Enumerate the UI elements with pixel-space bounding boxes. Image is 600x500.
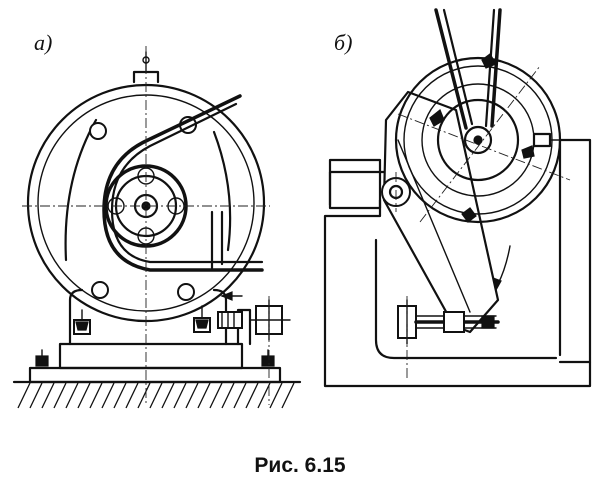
disk-bolts: [429, 53, 535, 223]
anchor-bolts: [35, 349, 275, 367]
foot-bolts: [73, 305, 211, 335]
ground-hatching: [12, 380, 302, 409]
view-b-motor-drawing: [323, 8, 592, 388]
view-a-motor-drawing: [12, 46, 302, 409]
subfigure-label-a: a): [34, 30, 53, 55]
foundation-plate: [28, 366, 282, 384]
slide-rail: [58, 342, 244, 370]
belt-strands: [434, 8, 502, 130]
drive-belt: [102, 94, 264, 272]
adjusting-screw: [397, 299, 500, 345]
subfigure-label-b: б): [334, 30, 353, 55]
direction-arrow-left: [220, 291, 243, 301]
figure-caption: Рис. 6.15: [254, 454, 346, 477]
rotation-arrow: [492, 245, 511, 292]
tensioning-screw: [217, 299, 291, 341]
